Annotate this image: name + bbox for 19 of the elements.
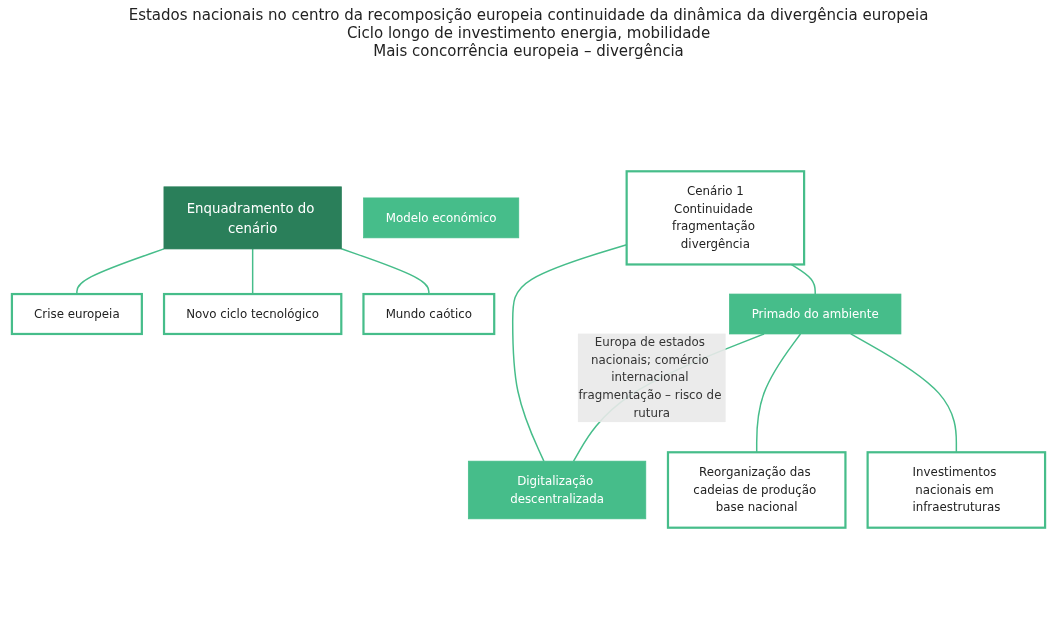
node-box: Cenário 1 Continuidade fragmentação divergência [625,170,806,266]
node-box: Investimentos nacionais em infraestruturas [866,451,1047,529]
node-box: Digitalização descentralizada [467,460,647,520]
node-box: Novo ciclo tecnológico [162,292,343,336]
note-text: Ciclo longo de investimento energia, mobilidade [345,24,712,42]
note-text: Mais concorrência europeia – divergência [372,42,685,60]
node-box: Enquadramento do cenário [163,186,342,250]
connector [340,248,430,295]
edge-label: Europa de estados nacionais; comércio internacional fragmentação – risco de rutura [578,334,722,420]
node-box: Reorganização das cadeias de produção base nacional [666,451,847,529]
node-box: Primado do ambiente [729,293,902,335]
note-text: Estados nacionais no centro da recomposição europeia continuidade da dinâmica da divergência europeia [128,6,929,24]
connector [755,333,802,453]
connector [850,333,958,453]
node-box: Modelo económico [363,197,520,239]
node-box: Crise europeia [10,292,143,336]
node-box: Mundo caótico [362,292,496,336]
connector [76,248,165,295]
connector [251,248,254,295]
